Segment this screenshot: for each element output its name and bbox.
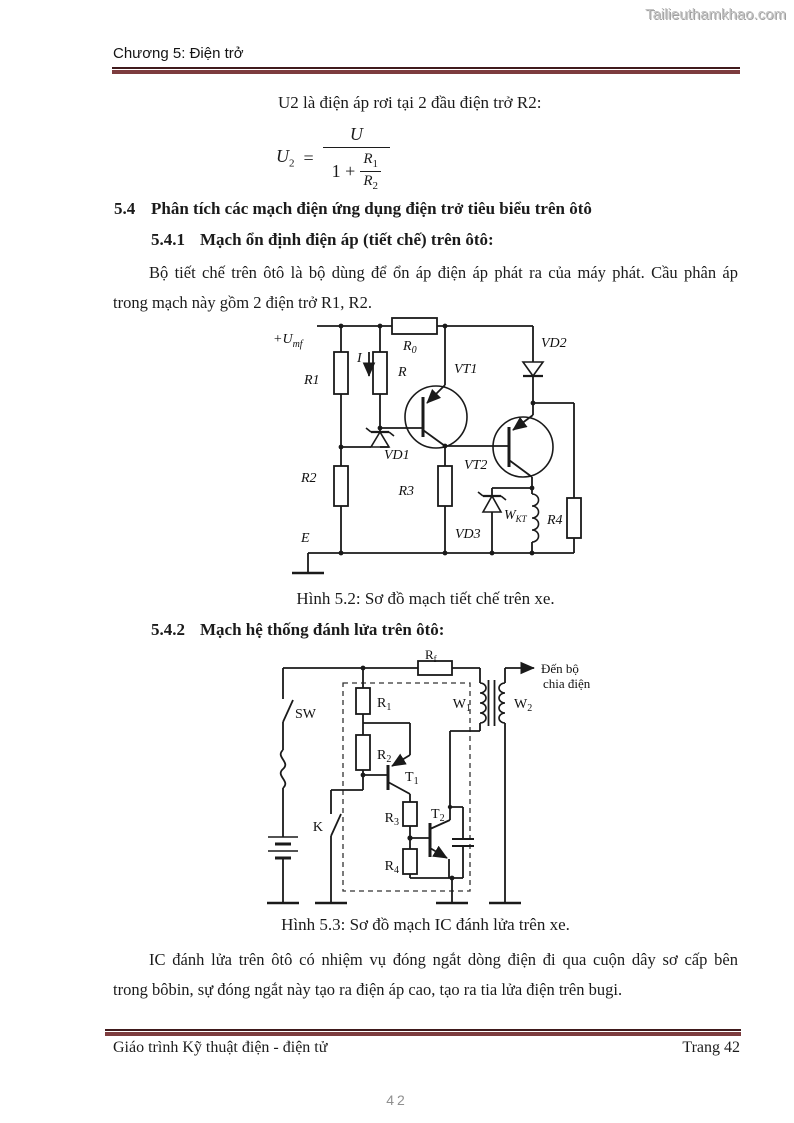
label-w2: W2 [514,697,532,714]
transistor-t2 [428,823,448,859]
resistor-r3 [402,801,418,827]
label-r1: R1 [377,696,391,713]
formula-numerator: U [349,124,363,144]
battery-symbol [268,836,298,860]
label-w1: W1 [453,697,471,714]
label-distributor-line1: Đến bộ [541,661,579,676]
formula-lhs: U2 [276,146,295,170]
label-e: E [300,531,310,546]
label-vd3: VD3 [455,527,481,542]
transformer-core [487,680,496,726]
coil-w1 [479,682,487,724]
zener-vd1 [365,427,395,448]
label-i: I [356,351,363,366]
figure-5-3-caption: Hình 5.3: Sơ đồ mạch IC đánh lửa trên xe… [281,915,570,934]
resistors [333,317,582,539]
ic-dashed-box [342,682,471,892]
circuit-diagram-ignition: Rf SW K R1 R2 T1 R3 R4 T2 W1 W2 Đến bộ c… [267,650,591,905]
resistor-r2 [333,465,349,507]
label-sw: SW [295,707,317,722]
label-wkt: WKT [504,508,528,524]
label-r0: R0 [402,339,417,356]
circuit-diagram-regulator: +Umf R1 I R R0 VT1 VD1 VD2 R2 R3 VT2 WKT… [273,317,582,575]
label-t2: T2 [431,807,445,824]
paragraph-5-4-1: Bộ tiết chế trên ôtô là bộ dùng để ổn áp… [113,263,738,312]
resistors [355,660,453,875]
resistor-r0 [391,317,438,335]
resistor-r4 [566,497,582,539]
formula-equals: = [303,147,314,168]
formula-nested-fraction: R1 R2 [360,151,381,192]
zener-vd3 [477,491,507,513]
page-number: 42 [386,1092,408,1108]
paragraph-5-4-2: IC đánh lửa trên ôtô có nhiệm vụ đóng ng… [113,950,738,999]
transistor-vt2 [492,414,554,478]
chapter-header: Chương 5: Điện trở [113,45,244,62]
resistor-r3 [437,465,453,507]
label-r4: R4 [546,513,563,528]
resistor-r [372,351,388,395]
transistor-vt1 [404,384,468,449]
intro-text: U2 là điện áp rơi tại 2 đầu điện trở R2: [278,93,542,112]
figure-5-2-caption: Hình 5.2: Sơ đồ mạch tiết chế trên xe. [296,589,555,608]
wires [279,667,506,903]
label-t1: T1 [405,770,419,787]
footer: Giáo trình Kỹ thuật điện - điện tử Trang… [113,1039,740,1057]
capacitor [452,838,474,847]
label-umf: +Umf [273,332,304,350]
formula-u2: U2 = U 1 + R1 R2 [276,124,390,192]
coil-w2 [498,682,506,724]
label-r3: R3 [397,484,414,499]
footer-page-label: Trang 42 [682,1039,740,1056]
junction-dots [338,323,536,556]
label-r1: R1 [303,373,320,388]
diode-vd2 [521,361,545,378]
header-rule [112,67,740,74]
label-r4: R4 [385,859,399,876]
resistor-r1 [355,687,371,715]
watermark: Tailieuthamkhao.com [645,6,786,23]
junction-dots [360,665,455,881]
label-vt2: VT2 [464,458,487,473]
resistor-r1 [333,351,349,395]
label-r: R [397,365,407,380]
coil-wkt [531,493,540,543]
resistor-r4 [402,848,418,875]
switch-sw-blade [282,699,294,723]
resistor-r2 [355,734,371,771]
label-rf: Rf [425,650,437,664]
label-vd1: VD1 [384,448,410,463]
formula-fraction: U 1 + R1 R2 [322,124,390,192]
label-r3: R3 [385,811,399,828]
label-distributor-line2: chia điện [543,676,591,691]
label-vd2: VD2 [541,336,567,351]
footer-rule [105,1029,741,1036]
label-r2: R2 [300,471,317,486]
label-r2: R2 [377,748,391,765]
transistor-t1 [386,753,411,790]
label-k: K [313,820,323,835]
label-vt1: VT1 [454,362,477,377]
formula-denominator: 1 + R1 R2 [322,147,390,192]
switch-k-blade [330,813,342,837]
footer-book-title: Giáo trình Kỹ thuật điện - điện tử [113,1039,328,1056]
resistor-rf [417,660,453,676]
